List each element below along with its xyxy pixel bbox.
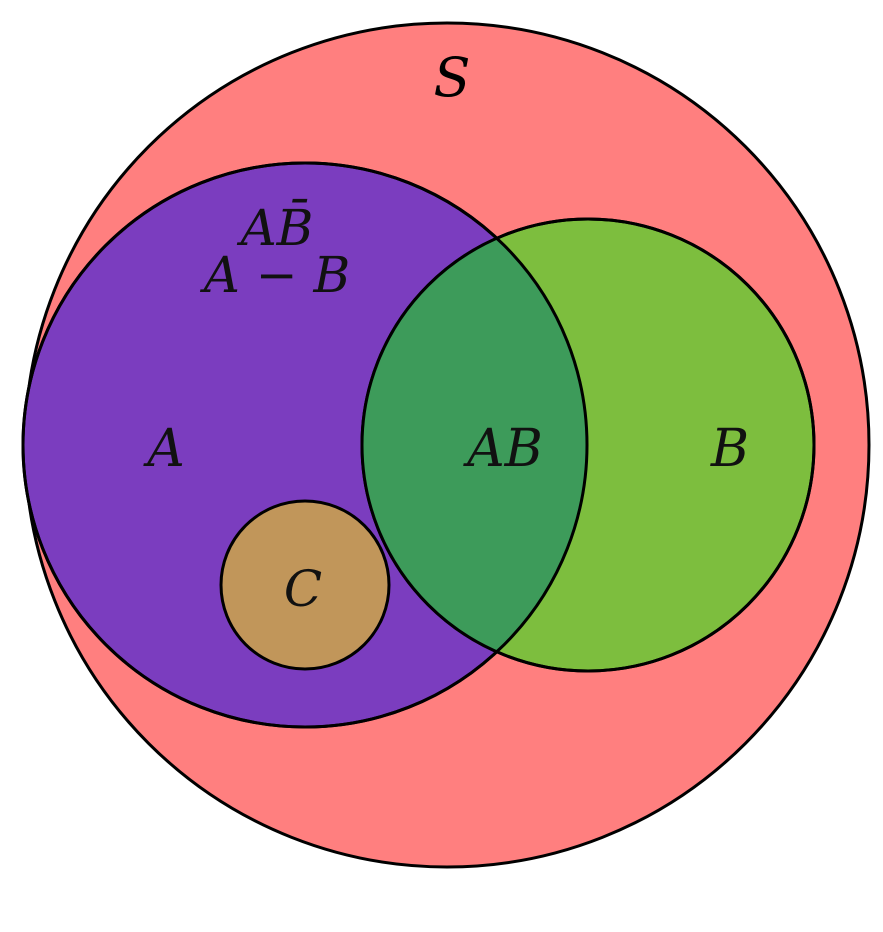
label-universe-s: S xyxy=(434,46,471,109)
label-intersection-ab: AB xyxy=(463,419,543,479)
label-set-b: B xyxy=(710,419,749,479)
set-c-circle xyxy=(219,499,391,671)
label-a-minus-b: A − B xyxy=(200,246,351,304)
label-a-not-b: AB̄ xyxy=(237,198,314,257)
label-set-a: A xyxy=(143,419,185,479)
set-b-outline xyxy=(360,217,816,673)
intersection-ab-region xyxy=(362,219,587,671)
set-a-outline xyxy=(21,161,589,729)
label-set-c: C xyxy=(284,560,322,618)
